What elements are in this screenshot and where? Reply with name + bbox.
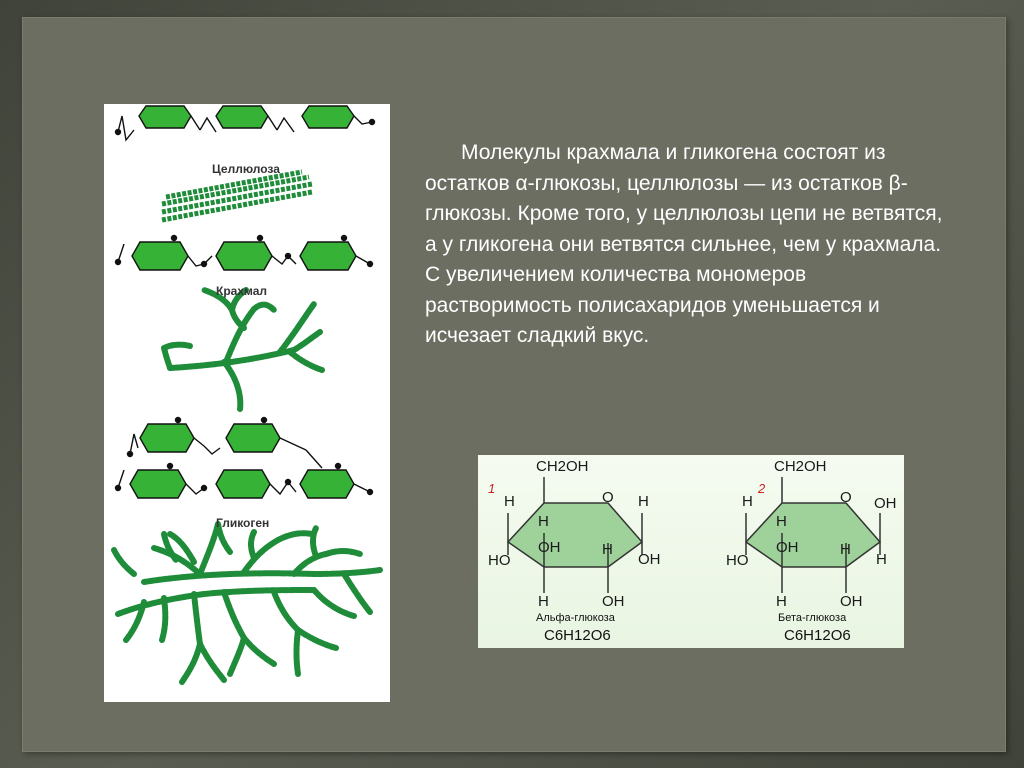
alpha-h-top-right: H (638, 493, 649, 510)
beta-oh-inner: OH (776, 539, 799, 556)
label-glycogen: Гликоген (216, 516, 270, 530)
glycogen-chain (114, 416, 374, 499)
beta-h-inner-right: H (840, 541, 851, 558)
cellulose-bundle (161, 169, 313, 223)
glycogen-tree (111, 521, 383, 685)
alpha-h-bottom: H (538, 593, 549, 610)
beta-ring-oxygen: O (840, 489, 852, 506)
beta-oh-top-right: OH (874, 495, 897, 512)
label-starch: Крахмал (216, 284, 268, 298)
alpha-formula: C6H12O6 (544, 627, 611, 644)
main-paragraph: Молекулы крахмала и гликогена состоят из… (425, 138, 955, 352)
alpha-h-inner-left: H (538, 513, 549, 530)
alpha-ho-left: HO (488, 552, 511, 569)
paragraph-text: Молекулы крахмала и гликогена состоят из… (425, 141, 943, 347)
beta-h-right: H (876, 551, 887, 568)
beta-ring (744, 477, 882, 593)
starch-branches (161, 287, 325, 412)
cellulose-chain (114, 105, 376, 142)
alpha-oh-inner: OH (538, 539, 561, 556)
alpha-h-top-left: H (504, 493, 515, 510)
glucose-structures: 1 CH2OH O H H H HO OH H OH H OH Альфа-гл… (478, 455, 904, 648)
polysaccharide-drawing (111, 105, 383, 685)
alpha-caption: Альфа-глюкоза (536, 612, 615, 624)
alpha-h-inner-right: H (602, 541, 613, 558)
polysaccharide-figure: Целлюлоза Крахмал Гликоген (104, 104, 390, 702)
alpha-oh-bottom: OH (602, 593, 625, 610)
beta-ch2oh: CH2OH (774, 458, 827, 475)
alpha-ring-oxygen: O (602, 489, 614, 506)
beta-caption: Бета-глюкоза (778, 612, 847, 624)
alpha-oh-right: OH (638, 551, 661, 568)
beta-h-top-left: H (742, 493, 753, 510)
beta-oh-bottom: OH (840, 593, 863, 610)
alpha-ring (506, 477, 644, 593)
beta-h-inner-left: H (776, 513, 787, 530)
alpha-number: 1 (488, 481, 496, 496)
glucose-rings (506, 477, 882, 593)
beta-number: 2 (758, 481, 766, 496)
starch-chain (114, 234, 374, 271)
label-cellulose: Целлюлоза (212, 162, 280, 176)
beta-h-bottom: H (776, 593, 787, 610)
beta-ho-left: HO (726, 552, 749, 569)
beta-formula: C6H12O6 (784, 627, 851, 644)
alpha-ch2oh: CH2OH (536, 458, 589, 475)
